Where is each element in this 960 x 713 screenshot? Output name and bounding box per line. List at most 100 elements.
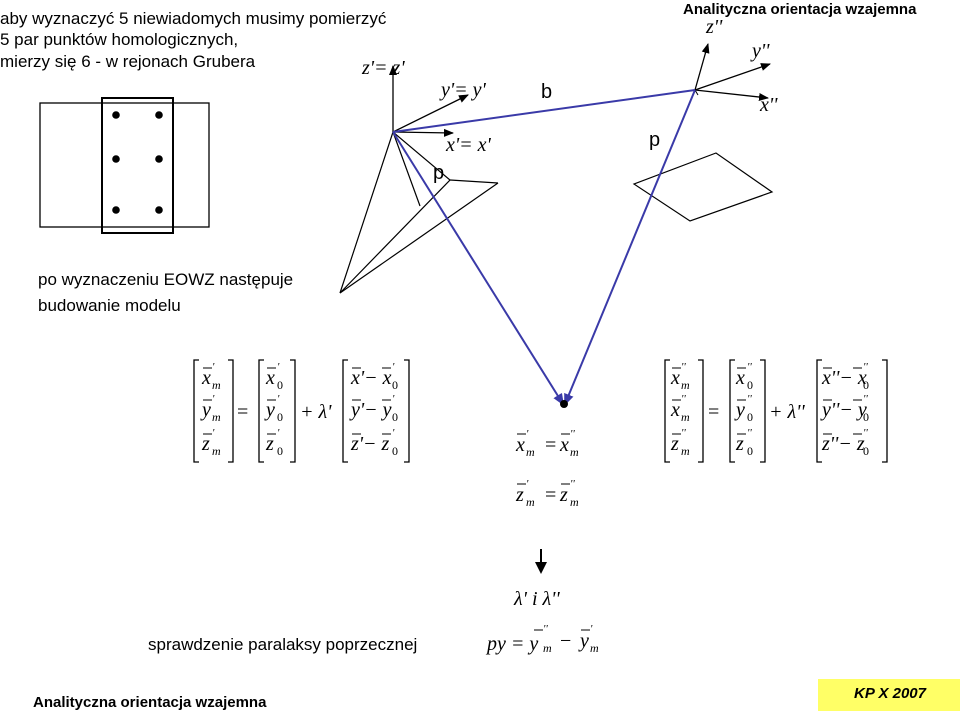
y-axis-left xyxy=(392,94,469,133)
badge-label: KP X 2007 xyxy=(854,685,926,702)
svg-text:'': '' xyxy=(863,393,868,405)
svg-text:': ' xyxy=(526,478,529,490)
svg-text:=: = xyxy=(545,434,556,456)
svg-text:': ' xyxy=(526,428,529,440)
svg-text:': ' xyxy=(212,393,215,405)
gruber-point xyxy=(155,111,163,119)
photo-left-frame xyxy=(39,102,210,228)
model-text-line-1: po wyznaczeniu EOWZ następuje xyxy=(38,270,294,289)
svg-text:x'− x: x'− x xyxy=(350,367,392,389)
z-axis-right xyxy=(694,43,710,91)
svg-text:'': '' xyxy=(681,393,686,405)
svg-text:'': '' xyxy=(747,361,752,373)
svg-text:m: m xyxy=(681,378,690,392)
matrix-brackets-left xyxy=(193,359,410,463)
ray-left-to-model xyxy=(392,131,565,406)
svg-text:0: 0 xyxy=(747,378,753,392)
badge-box: KP X 2007 xyxy=(818,679,960,711)
intro-line-3: mierzy się 6 - w rejonach Grubera xyxy=(0,52,256,71)
gruber-point xyxy=(112,206,120,214)
ray-right-to-model xyxy=(564,89,696,406)
svg-text:z'− z: z'− z xyxy=(350,433,390,455)
svg-text:=: = xyxy=(545,484,556,506)
gruber-point xyxy=(155,155,163,163)
svg-text:m: m xyxy=(212,444,221,458)
parallax-formula: py = y xyxy=(487,633,539,655)
equals-left: = xyxy=(237,401,249,423)
svg-text:x: x xyxy=(201,367,211,389)
footer-title: Analityczna orientacja wzajemna xyxy=(33,694,267,711)
svg-text:0: 0 xyxy=(747,444,753,458)
gruber-point xyxy=(112,111,120,119)
y-axis-right xyxy=(694,63,771,91)
svg-text:': ' xyxy=(392,361,395,373)
lambda-double-prime-term: + λ'' xyxy=(769,401,805,423)
svg-text:'': '' xyxy=(747,427,752,439)
label-z-eq: z'= z' xyxy=(362,57,405,79)
parallax-check-text: sprawdzenie paralaksy poprzecznej xyxy=(148,635,418,654)
svg-text:'': '' xyxy=(863,427,868,439)
svg-text:x: x xyxy=(735,367,745,389)
svg-text:0: 0 xyxy=(863,378,869,392)
svg-text:y''− y: y''− y xyxy=(820,399,867,421)
svg-text:m: m xyxy=(681,410,690,424)
svg-text:0: 0 xyxy=(277,410,283,424)
svg-text:'': '' xyxy=(543,623,548,635)
svg-text:m: m xyxy=(526,495,535,509)
svg-text:x: x xyxy=(670,399,680,421)
svg-text:x: x xyxy=(559,434,569,456)
gruber-points xyxy=(112,111,163,214)
matrix-brackets-right xyxy=(664,359,888,463)
svg-text:m: m xyxy=(570,445,579,459)
svg-text:0: 0 xyxy=(277,378,283,392)
svg-text:y: y xyxy=(578,630,589,652)
svg-text:y: y xyxy=(264,399,275,421)
label-p-left: p xyxy=(433,162,445,184)
svg-text:m: m xyxy=(526,445,535,459)
svg-text:m: m xyxy=(570,495,579,509)
intro-line-2: 5 par punktów homologicznych, xyxy=(0,30,239,49)
svg-text:z''− z: z''− z xyxy=(821,433,865,455)
svg-text:y: y xyxy=(734,399,745,421)
svg-text:': ' xyxy=(392,427,395,439)
svg-text:m: m xyxy=(681,444,690,458)
svg-text:x: x xyxy=(515,434,525,456)
label-z-right: z'' xyxy=(706,16,723,38)
label-p-right: p xyxy=(649,129,661,151)
svg-text:0: 0 xyxy=(863,444,869,458)
svg-text:': ' xyxy=(590,623,593,635)
base-line xyxy=(392,89,696,133)
svg-text:'': '' xyxy=(570,478,575,490)
lambda-pair: λ' i λ'' xyxy=(514,588,560,610)
svg-text:x: x xyxy=(265,367,275,389)
overbars xyxy=(203,367,862,631)
svg-text:m: m xyxy=(212,410,221,424)
x-axis-right xyxy=(694,89,769,101)
svg-text:m: m xyxy=(543,641,552,655)
image-plane-right xyxy=(632,152,774,222)
svg-text:x''− x: x''− x xyxy=(821,367,867,389)
model-text-line-2: budowanie modelu xyxy=(38,296,181,315)
svg-text:': ' xyxy=(392,393,395,405)
model-point xyxy=(560,400,568,408)
label-y-right: y'' xyxy=(752,40,770,62)
svg-text:−: − xyxy=(560,630,571,652)
label-y-eq: y'= y' xyxy=(441,79,486,101)
svg-text:': ' xyxy=(212,427,215,439)
ray-left xyxy=(392,131,421,207)
svg-text:': ' xyxy=(277,427,280,439)
down-arrow-head xyxy=(535,562,547,574)
svg-text:z: z xyxy=(515,484,524,506)
svg-text:m: m xyxy=(590,641,599,655)
svg-text:z: z xyxy=(201,433,210,455)
svg-text:z: z xyxy=(559,484,568,506)
svg-text:0: 0 xyxy=(863,410,869,424)
svg-text:'': '' xyxy=(681,361,686,373)
svg-text:0: 0 xyxy=(747,410,753,424)
svg-text:': ' xyxy=(277,393,280,405)
svg-text:y'− y: y'− y xyxy=(349,399,392,421)
